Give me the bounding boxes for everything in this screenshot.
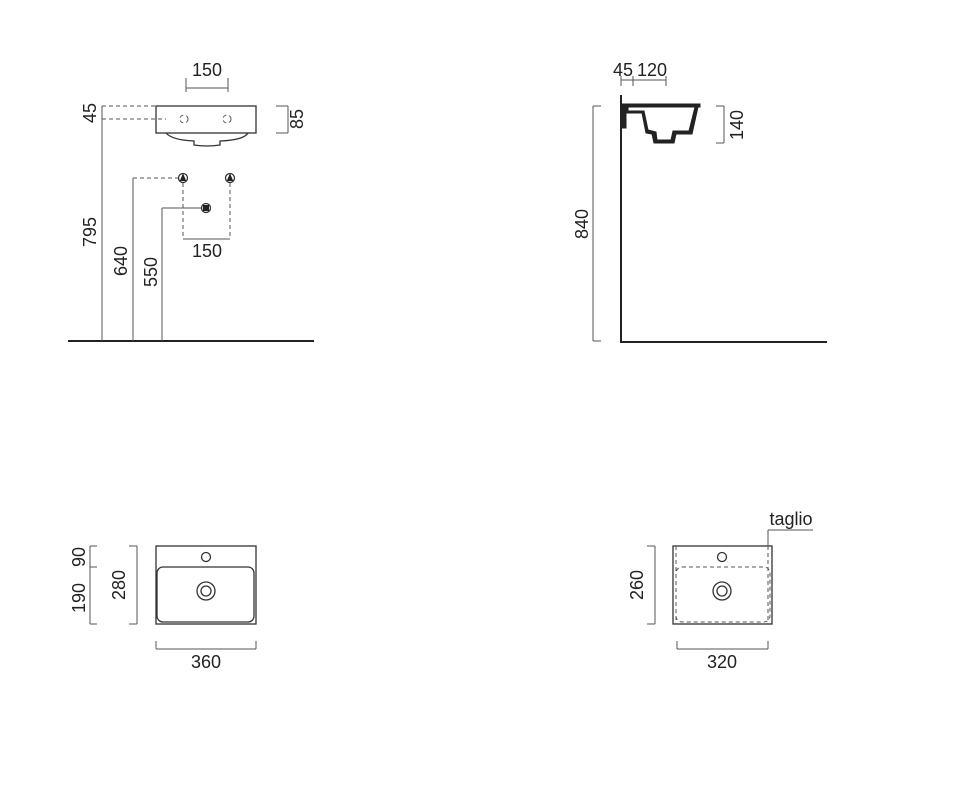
front-tap-hole-right <box>222 114 232 124</box>
front-width-top-label: 150 <box>192 60 222 80</box>
top-tap-hole-icon <box>200 551 212 563</box>
front-supply-spacing-label: 150 <box>192 241 222 261</box>
front-basin-height-label: 85 <box>287 109 307 129</box>
front-supply-height-label: 640 <box>111 246 131 276</box>
cut-view: taglio 260 320 <box>627 509 813 672</box>
side-basin-section <box>621 103 701 144</box>
cut-line-outline <box>675 566 771 623</box>
cut-tap-hole-icon <box>716 551 728 563</box>
front-drain-height-label: 550 <box>141 257 161 287</box>
cut-label: taglio <box>769 509 812 529</box>
top-front-depth-label: 190 <box>69 583 89 613</box>
side-total-height-label: 840 <box>572 209 592 239</box>
cut-width-label: 320 <box>707 652 737 672</box>
side-view: 45 120 140 840 <box>572 60 827 343</box>
top-back-depth-label: 90 <box>69 547 89 567</box>
front-tap-hole-left <box>179 114 189 124</box>
front-basin-bowl <box>165 132 249 147</box>
side-basin-depth-label: 140 <box>727 110 747 140</box>
top-view: 90 190 280 360 <box>69 545 257 672</box>
top-width-label: 360 <box>191 652 221 672</box>
cut-depth-label: 260 <box>627 570 647 600</box>
side-wall-offset-label: 45 <box>613 60 633 80</box>
top-total-depth-label: 280 <box>109 570 129 600</box>
side-depth-label: 120 <box>637 60 667 80</box>
front-offset-top-label: 45 <box>80 103 100 123</box>
cut-drain-inner-icon <box>716 585 728 597</box>
front-basin-body <box>155 105 257 134</box>
top-drain-inner-icon <box>200 585 212 597</box>
front-view: 150 85 45 795 640 550 150 <box>68 60 314 342</box>
front-total-height-label: 795 <box>80 217 100 247</box>
